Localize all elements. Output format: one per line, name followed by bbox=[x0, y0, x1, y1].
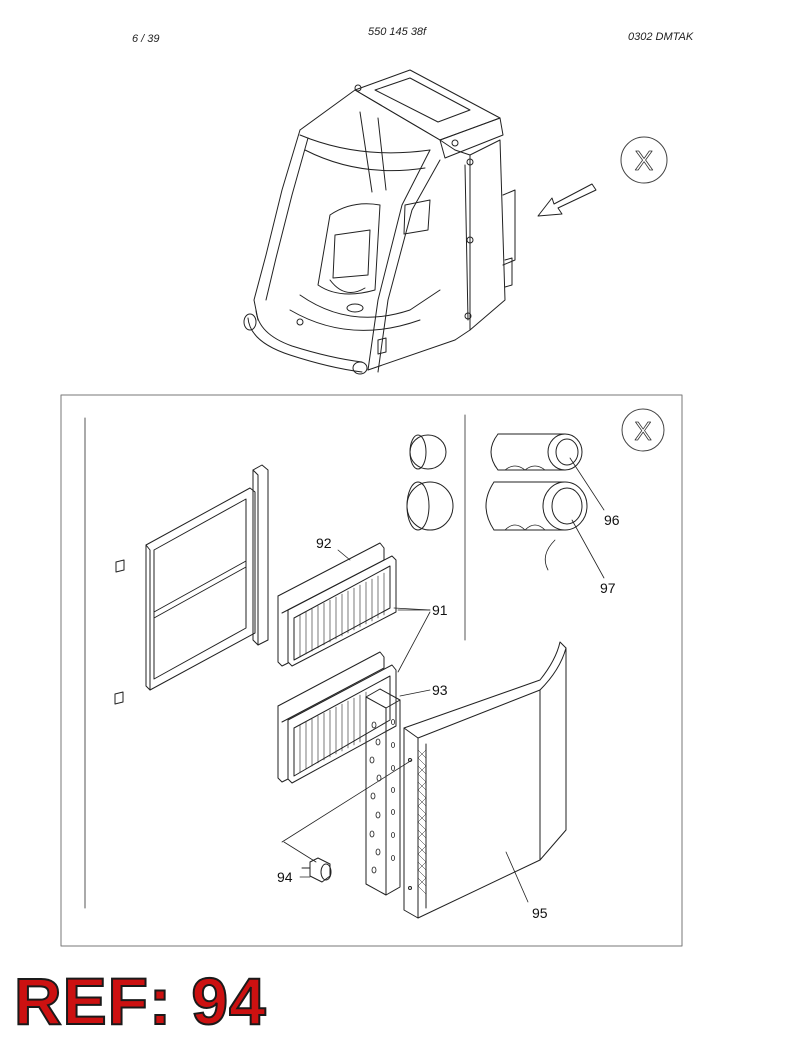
view-marker-detail: X bbox=[621, 408, 665, 452]
outer-frame bbox=[114, 464, 269, 705]
page-number: 6 / 39 bbox=[132, 33, 160, 45]
reference-label: REF: 94 bbox=[13, 964, 267, 1038]
callout-94: 94 bbox=[277, 869, 293, 885]
filter-lower bbox=[277, 651, 397, 784]
leader-lines bbox=[299, 457, 605, 903]
callout-91: 91 bbox=[432, 602, 448, 618]
cover-panel bbox=[403, 641, 567, 919]
callout-96: 96 bbox=[604, 512, 620, 528]
knob bbox=[301, 857, 332, 883]
callout-95: 95 bbox=[532, 905, 548, 921]
hose-large bbox=[485, 481, 588, 571]
document-code: 0302 DMTAK bbox=[628, 31, 694, 43]
knob-guide-line bbox=[281, 759, 413, 863]
perforated-frame bbox=[365, 688, 401, 896]
callout-93: 93 bbox=[432, 682, 448, 698]
cab-illustration bbox=[243, 69, 516, 375]
view-marker-letter-detail: X bbox=[634, 416, 651, 446]
view-arrow bbox=[537, 183, 597, 217]
hose-small bbox=[490, 433, 583, 471]
detail-frame bbox=[60, 394, 683, 947]
view-marker-top: X bbox=[620, 136, 668, 184]
filter-upper bbox=[277, 542, 397, 667]
document-number: 550 145 38f bbox=[368, 26, 427, 38]
callout-92: 92 bbox=[316, 535, 332, 551]
view-marker-letter-top: X bbox=[635, 145, 654, 176]
callout-97: 97 bbox=[600, 580, 616, 596]
rings bbox=[406, 434, 454, 531]
callouts: 92 91 93 94 95 96 97 bbox=[277, 512, 620, 921]
